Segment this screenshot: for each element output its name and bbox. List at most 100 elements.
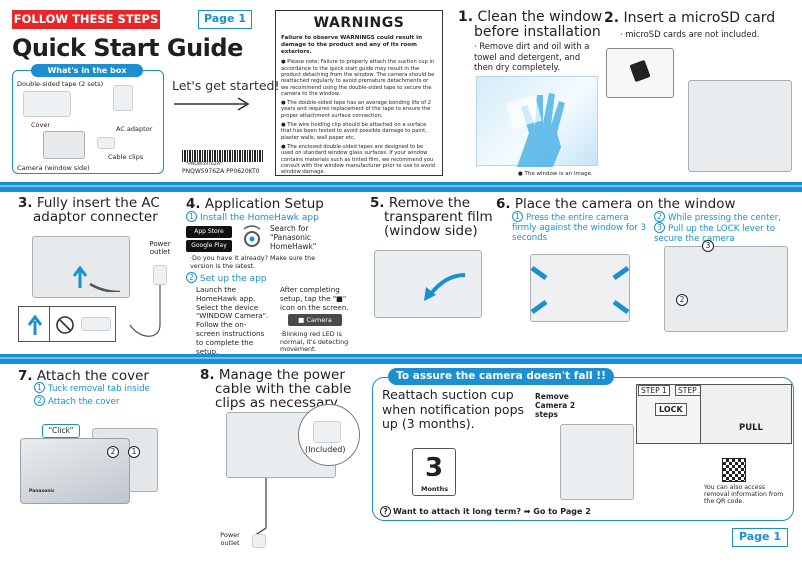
box-item-camera: Camera (window side) [17,164,90,172]
circle-number-3: 3 [654,222,665,233]
warnings-list: ● Please note: Failure to properly attac… [281,59,437,175]
pull-tab: PULL [700,384,792,444]
cover-brand: Panasonic [29,489,55,494]
step8-title-c: clips as necessary [215,395,338,411]
page-tag-bottom: Page 1 [732,528,788,547]
warning-item: ● The enclosed double-sided tapes are de… [281,143,436,176]
step5-heading: 5. Remove the transparent film (window s… [370,196,493,238]
step7-title: Attach the cover [36,368,149,384]
tape-image [23,91,71,117]
power-cable [129,285,161,337]
cable-clips-image [97,137,115,149]
step4-after-text: After completing setup, tap the "■" icon… [280,285,349,312]
box-item-cover: Cover [31,121,51,129]
step2-text: · microSD cards are not included. [620,29,760,39]
step2-number: 2. [604,10,620,26]
warning-item: ● Please note: Failure to properly attac… [281,59,435,97]
step2-title: Insert a microSD card [623,10,776,26]
assure-text: Reattach suction cup when notification p… [382,387,525,431]
video-icon: ■ [298,316,307,324]
follow-banner: FOLLOW THESE STEPS [12,10,160,29]
step5-title-a: Remove the [388,195,471,211]
step6-press-image [530,254,630,322]
up-arrow-icon [27,315,43,335]
step3-detail-box [18,306,116,342]
step3-outlet-label: Power outlet [149,240,171,256]
detail-divider [49,307,50,341]
months-calendar: 3 Months [412,448,456,496]
warning-item: ● The double-sided tape has an average b… [281,100,431,119]
step7-marker-1: 1 [128,446,140,458]
box-contents-panel: What's in the box Double-sided tape (2 s… [12,64,164,174]
months-label: Months [421,485,449,493]
step7-cover-image: Panasonic [20,438,130,504]
assure-camera-image [560,424,634,500]
question-icon: ? [380,506,391,517]
warnings-title: WARNINGS [313,15,405,31]
long-term-link[interactable]: ?Want to attach it long term? ➡ Go to Pa… [380,506,591,517]
peel-arrow-icon [424,273,466,301]
barcode-text: PNQW5976ZA PP0620KT0 [182,168,260,175]
lets-get-started: Let's get started! [172,78,280,93]
step4-launch-text: Launch the HomeHawk app. Select the devi… [196,285,269,356]
step6-marker-2: 2 [676,294,688,306]
section-divider [0,354,802,364]
outlet-image [153,265,167,285]
step3-title-a: Fully insert the AC [36,195,160,211]
click-label: "Click" [42,424,80,438]
assure-remove: Remove Camera 2 steps [535,392,576,419]
step1-number: 1. [458,9,474,25]
step8-cable [253,478,267,537]
cable-clip-zoom: (Included) [298,404,360,466]
step8-heading: 8. Manage the power cable with the cable… [200,368,351,410]
qr-code[interactable] [722,458,746,482]
step5-number: 5. [370,195,385,211]
box-item-tape: Double-sided tape (2 sets) [17,80,104,88]
step7-heading: 7. Attach the cover [18,368,149,384]
step1-title-b: before installation [474,24,601,40]
google-play-badge[interactable]: Google Play [186,240,232,252]
barcode [182,150,264,162]
step6-number: 6. [496,196,511,212]
box-title: What's in the box [31,64,143,77]
step2-heading: 2. Insert a microSD card [604,10,775,26]
step8-title-a: Manage the power [218,367,345,383]
page-tag-top: Page 1 [198,10,252,29]
section-divider [0,182,802,192]
included-label: (Included) [305,445,346,454]
step1-caption: ● The window is an image. [518,171,593,177]
step7-marker-2: 2 [107,446,119,458]
step4-note2: ·Blinking red LED is normal, it's detect… [280,330,349,354]
step3-heading: 3. Fully insert the AC adaptor connecter [18,196,160,224]
step1-window-image [476,76,598,167]
circle-number-2: 2 [34,395,45,406]
box-item-ac: AC adaptor [116,125,153,133]
step1-heading: 1. Clean the window before installation [458,10,602,40]
circle-number-1: 1 [186,211,197,222]
step4-heading: 4. Application Setup [186,196,324,212]
app-store-badge[interactable]: App Store [186,226,232,238]
step4-search-text: Search for "Panasonic HomeHawk" [270,224,317,251]
connector-image [81,317,111,331]
months-num: 3 [425,453,444,483]
press-arrows-icon [530,265,630,315]
step1-text: · Remove dirt and oil with a towel and d… [474,41,590,72]
step4-title: Application Setup [204,196,324,212]
circle-number-2: 2 [186,272,197,283]
step6-marker-3: 3 [702,240,714,252]
step6-title: Place the camera on the window [514,196,736,212]
box-item-clips: Cable clips [108,153,144,161]
step8-number: 8. [200,367,215,383]
circle-number-1: 1 [34,382,45,393]
step3-title-b: adaptor connecter [33,209,158,225]
circle-number-2: 2 [654,211,665,222]
step4-note1: ·Do you have it already? Make sure the v… [190,254,316,270]
camera-button[interactable]: ■ Camera [288,314,342,326]
arrow-right-icon [174,97,250,111]
